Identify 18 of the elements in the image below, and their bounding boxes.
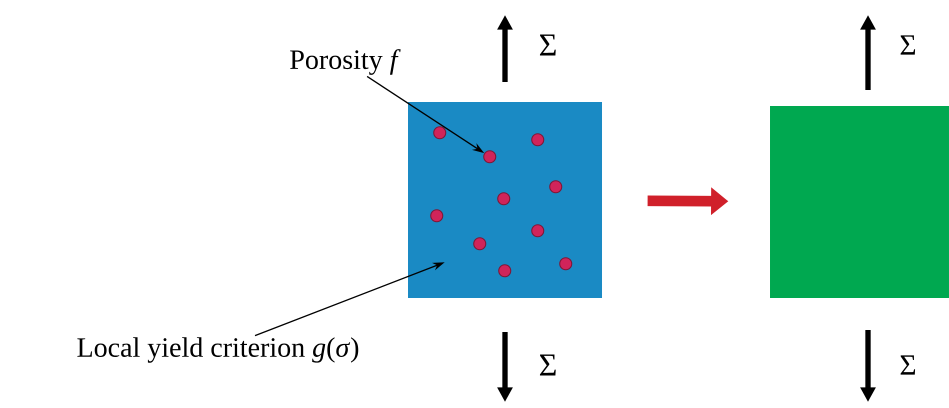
force-label: Σ xyxy=(900,355,916,375)
force-label: Σ xyxy=(900,35,916,55)
leader-label: Local yield criterion g(σ) xyxy=(77,337,358,363)
leader-label: Porosity f xyxy=(290,49,401,75)
pore-dot xyxy=(531,133,544,146)
pore-dot xyxy=(549,180,562,194)
force-label: Σ xyxy=(540,354,556,376)
homogenized-square xyxy=(770,106,949,298)
pore-dot xyxy=(483,150,496,164)
matrix-square xyxy=(408,102,602,298)
pore-dot xyxy=(473,237,486,250)
pore-dot xyxy=(531,224,544,238)
pore-dot xyxy=(497,192,510,206)
pore-dot xyxy=(559,257,572,270)
pore-dot xyxy=(430,209,444,222)
pore-dot xyxy=(433,126,446,140)
force-label: Σ xyxy=(540,34,556,56)
pore-dot xyxy=(498,264,512,278)
